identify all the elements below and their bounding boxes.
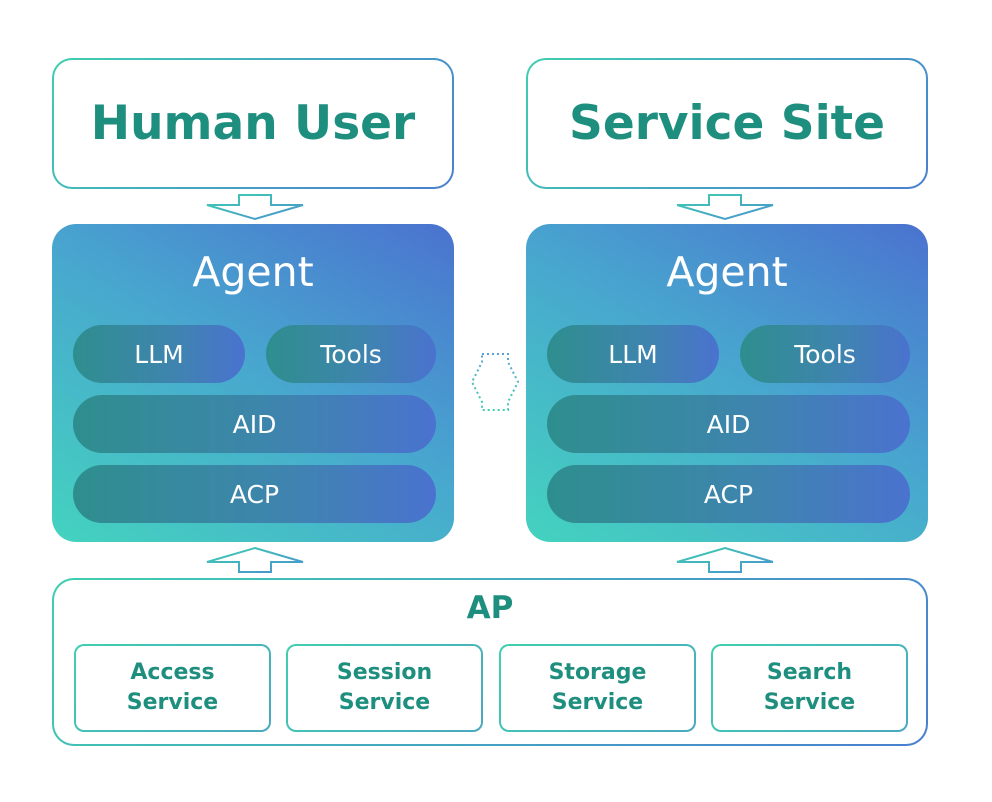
access-service-box: Access Service bbox=[74, 644, 271, 732]
up-arrow-icon-left bbox=[206, 546, 304, 573]
down-arrow-icon-left bbox=[206, 194, 304, 221]
agent-right-acp: ACP bbox=[547, 465, 910, 523]
agent-left-llm: LLM bbox=[73, 325, 245, 383]
agent-left-aid: AID bbox=[73, 395, 436, 453]
session-service-box: Session Service bbox=[286, 644, 483, 732]
storage-service-line1: Storage bbox=[548, 660, 647, 685]
bidirectional-link-icon bbox=[470, 353, 520, 411]
access-service-line1: Access bbox=[130, 660, 215, 685]
ap-panel: AP Access Service Session Service Storag… bbox=[52, 578, 928, 746]
storage-service-line2: Service bbox=[551, 690, 644, 715]
human-user-label: Human User bbox=[90, 96, 416, 151]
down-arrow-icon-right bbox=[676, 194, 774, 221]
agent-right-panel: Agent LLM Tools AID ACP bbox=[526, 224, 928, 542]
human-user-box: Human User bbox=[52, 58, 454, 189]
search-service-line2: Service bbox=[763, 690, 856, 715]
access-service-line2: Service bbox=[126, 690, 219, 715]
storage-service-box: Storage Service bbox=[499, 644, 696, 732]
up-arrow-icon-right bbox=[676, 546, 774, 573]
search-service-box: Search Service bbox=[711, 644, 908, 732]
session-service-line2: Service bbox=[338, 690, 431, 715]
ap-title: AP bbox=[466, 590, 514, 626]
service-site-label: Service Site bbox=[568, 96, 886, 151]
agent-left-title: Agent bbox=[192, 248, 314, 296]
agent-left-panel: Agent LLM Tools AID ACP bbox=[52, 224, 454, 542]
agent-right-llm: LLM bbox=[547, 325, 719, 383]
agent-right-title: Agent bbox=[666, 248, 788, 296]
search-service-line1: Search bbox=[766, 660, 853, 685]
agent-right-tools: Tools bbox=[740, 325, 910, 383]
agent-left-tools: Tools bbox=[266, 325, 436, 383]
session-service-line1: Session bbox=[336, 660, 433, 685]
agent-right-aid: AID bbox=[547, 395, 910, 453]
service-site-box: Service Site bbox=[526, 58, 928, 189]
agent-left-acp: ACP bbox=[73, 465, 436, 523]
